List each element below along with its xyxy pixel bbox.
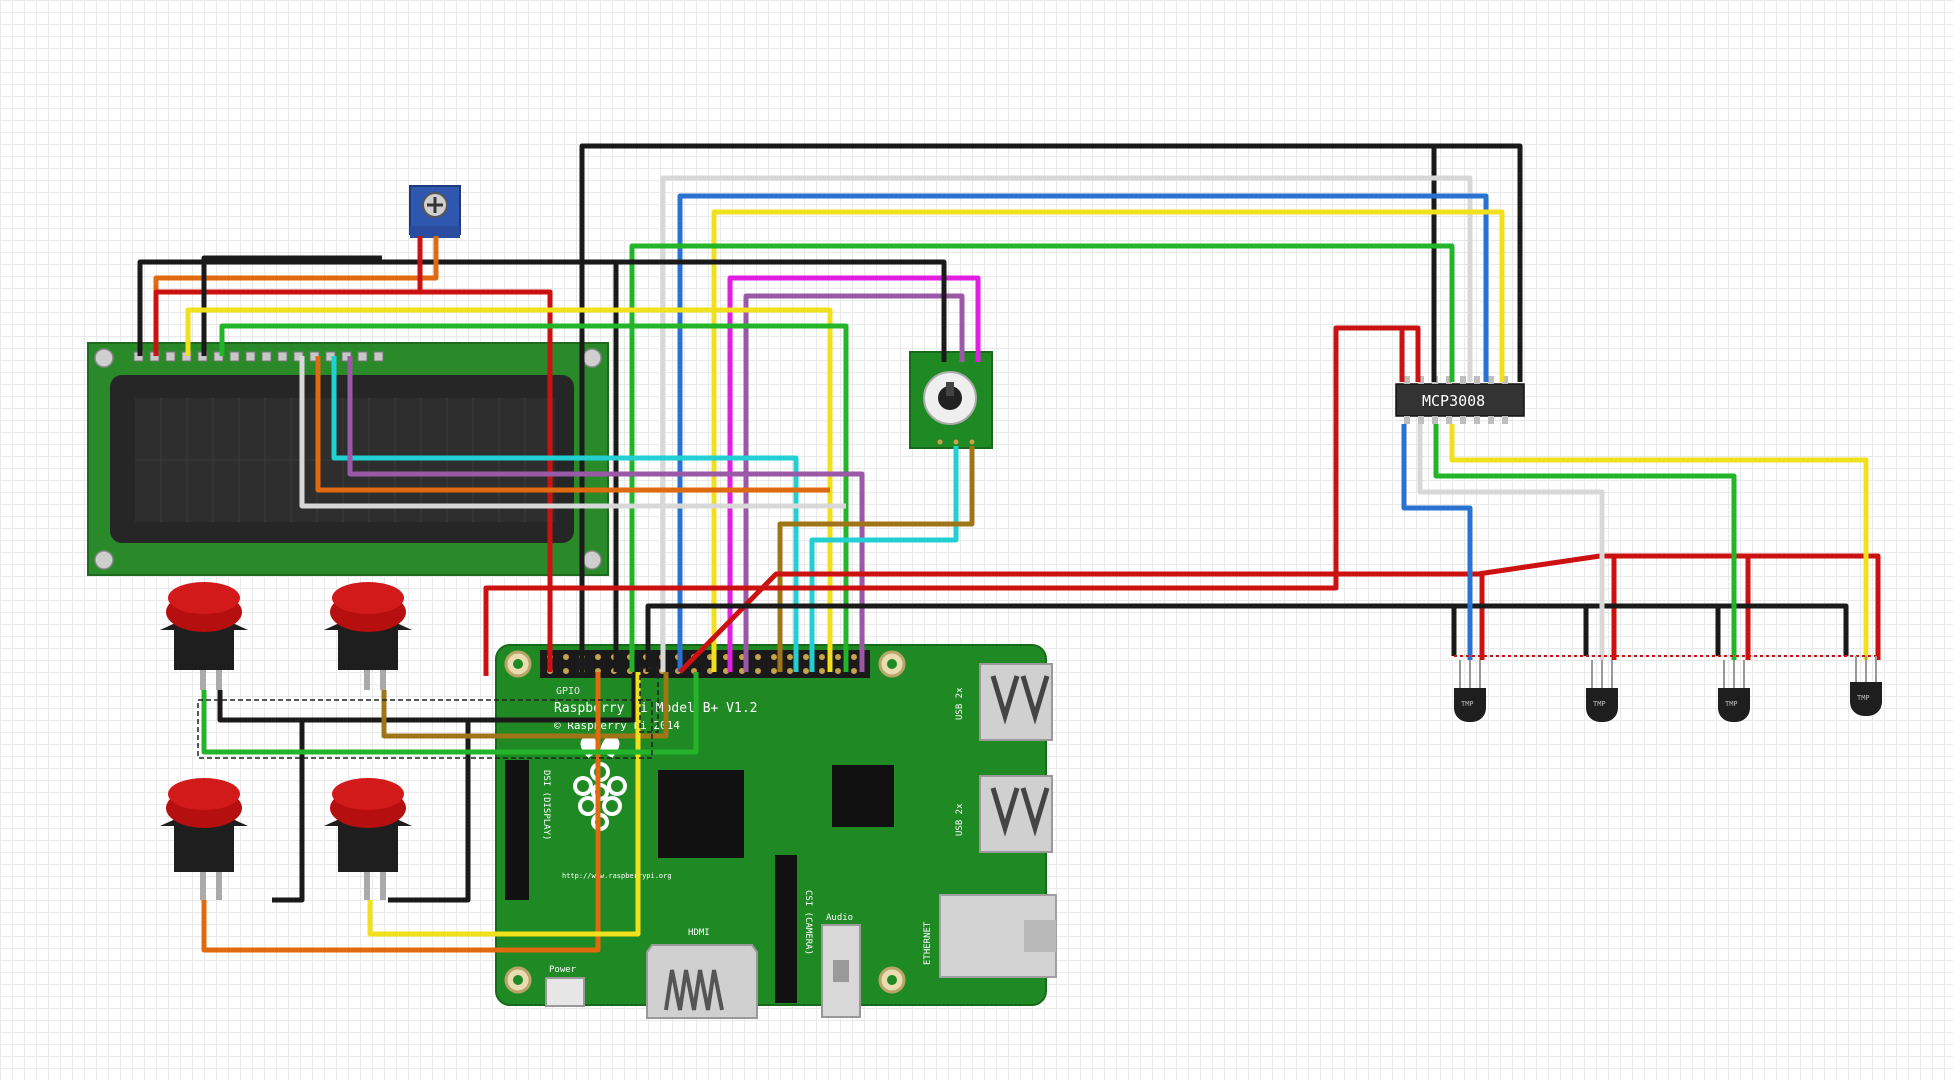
mcp3008-label: MCP3008 bbox=[1422, 392, 1485, 410]
hdmi-port bbox=[646, 944, 758, 1019]
csi-connector bbox=[775, 855, 797, 1003]
sensor-4-label: TMP bbox=[1857, 694, 1870, 702]
temperature-sensor-1: TMP bbox=[1454, 688, 1486, 722]
board-url: http://www.raspberrypi.org bbox=[562, 872, 672, 880]
gpio-label: GPIO bbox=[556, 686, 580, 697]
board-title: Raspberry Pi Model B+ V1.2 bbox=[554, 701, 758, 716]
usb-top-label: USB 2x bbox=[955, 687, 965, 720]
soc-chip bbox=[658, 770, 744, 858]
gpio-header bbox=[540, 650, 870, 678]
temperature-sensor-4: TMP bbox=[1850, 682, 1882, 716]
raspberry-pi-board: GPIO Raspberry Pi Model B+ V1.2 © Raspbe… bbox=[495, 644, 1057, 1019]
dsi-connector bbox=[505, 760, 529, 900]
wires bbox=[137, 143, 1881, 953]
audio-jack bbox=[821, 924, 861, 1018]
sensor-1-label: TMP bbox=[1461, 700, 1474, 708]
trimmer-potentiometer bbox=[409, 185, 461, 238]
sensor-3-label: TMP bbox=[1725, 700, 1738, 708]
lcd-header-pins bbox=[133, 351, 384, 362]
power-label: Power bbox=[549, 965, 577, 975]
sensor-legs bbox=[1459, 656, 1877, 688]
sensor-2-label: TMP bbox=[1593, 700, 1606, 708]
mcp3008-chip: MCP3008 bbox=[1395, 376, 1525, 424]
usb-port-bottom bbox=[979, 775, 1053, 853]
lcd-screw-holes bbox=[94, 348, 602, 570]
usb-port-top bbox=[979, 663, 1053, 741]
dsi-label: DSI (DISPLAY) bbox=[541, 770, 551, 840]
power-port bbox=[545, 977, 585, 1007]
selection-highlights bbox=[197, 667, 659, 759]
rotary-potentiometer bbox=[909, 351, 993, 449]
lan-chip bbox=[832, 765, 894, 827]
usb-bottom-label: USB 2x bbox=[955, 803, 965, 836]
push-button-2 bbox=[324, 582, 412, 690]
ethernet-label: ETHERNET bbox=[923, 921, 933, 965]
csi-label: CSI (CAMERA) bbox=[803, 890, 813, 955]
push-button-1 bbox=[160, 582, 248, 690]
push-button-3 bbox=[160, 778, 248, 900]
hdmi-label: HDMI bbox=[688, 928, 710, 938]
audio-label: Audio bbox=[826, 913, 853, 923]
mounting-holes bbox=[504, 650, 906, 994]
ethernet-port bbox=[939, 894, 1057, 978]
push-button-4 bbox=[324, 778, 412, 900]
temperature-sensor-2: TMP bbox=[1586, 688, 1618, 722]
temperature-sensor-3: TMP bbox=[1718, 688, 1750, 722]
